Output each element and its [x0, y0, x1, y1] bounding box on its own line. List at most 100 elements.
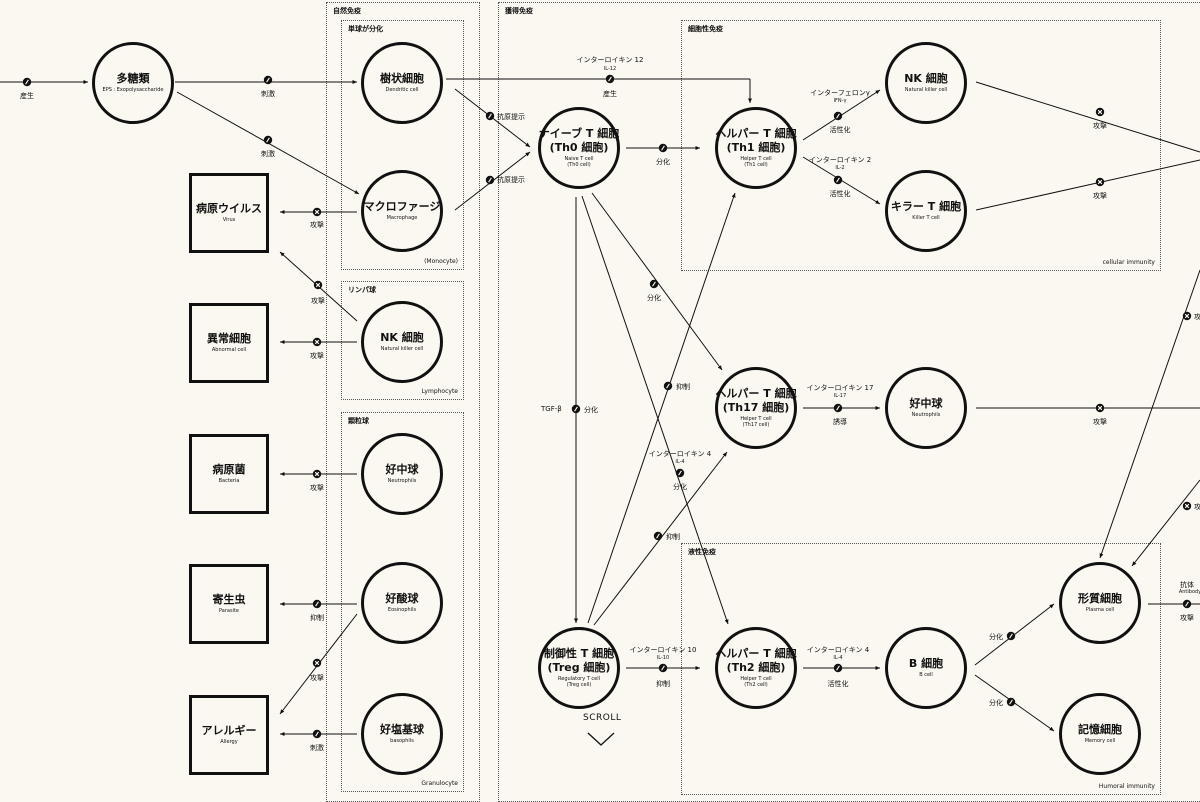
edge-label: 抗原提示	[497, 176, 525, 184]
node-neutrophil-innate[interactable]: 好中球 Neutrophils	[361, 433, 443, 515]
attack-icon	[1095, 177, 1105, 187]
edge-label: 抑制	[310, 614, 324, 622]
node-parasite[interactable]: 寄生虫 Parasite	[189, 564, 269, 644]
edge-label: IL-4	[833, 655, 843, 661]
signal-icon	[485, 175, 495, 185]
edge-label: 攻撃	[310, 674, 324, 682]
edge-label: 分化	[673, 483, 687, 491]
signal-icon	[263, 135, 273, 145]
node-th2[interactable]: ヘルパー T 細胞 (Th2 細胞) Helper T cell (Th2 ce…	[715, 627, 797, 709]
signal-icon	[833, 663, 843, 673]
region-lymphocyte: リンパ球 Lymphocyte	[341, 281, 464, 400]
node-neutrophil-acquired[interactable]: 好中球 Neutrophils	[885, 367, 967, 449]
attack-icon	[1182, 311, 1192, 321]
signal-icon	[653, 531, 663, 541]
attack-icon	[1182, 501, 1192, 511]
chevron-down-icon[interactable]	[586, 727, 616, 749]
edge-label: 産生	[20, 92, 34, 100]
node-basophil[interactable]: 好塩基球 basophils	[361, 693, 443, 775]
signal-icon	[658, 143, 668, 153]
node-b-cell[interactable]: B 細胞 B cell	[885, 627, 967, 709]
node-title: キラー T 細胞	[890, 200, 962, 214]
node-macrophage[interactable]: マクロファージ Macrophage	[361, 170, 443, 252]
region-title: 単球が分化	[348, 25, 383, 33]
node-sub: Helper T cell (Th1 cell)	[740, 155, 772, 169]
edge-label: 攻撃	[310, 484, 324, 492]
attack-icon	[312, 469, 322, 479]
node-th1[interactable]: ヘルパー T 細胞 (Th1 細胞) Helper T cell (Th1 ce…	[715, 107, 797, 189]
node-treg[interactable]: 制御性 T 細胞 (Treg 細胞) Regulatory T cell (Tr…	[538, 627, 620, 709]
region-cellular: 細胞性免疫 cellular immunity	[681, 20, 1161, 271]
edge-treg-th1	[587, 192, 736, 624]
node-sub: Allergy	[220, 739, 238, 746]
edge-label: 分化	[989, 633, 1003, 641]
node-plasma[interactable]: 形質細胞 Plasma cell	[1059, 562, 1141, 644]
edge-label: 攻撃	[310, 352, 324, 360]
edge-label: インターロイキン 2	[808, 156, 872, 164]
node-nk-acquired[interactable]: NK 細胞 Natural killer cell	[885, 42, 967, 124]
edge-label: 活性化	[829, 126, 851, 134]
node-sub: Helper T cell (Th2 cell)	[740, 675, 772, 689]
attack-icon	[313, 280, 323, 290]
edge-label: インターロイキン 12	[576, 56, 644, 64]
region-title: 獲得免疫	[505, 7, 533, 15]
edge-label: 攻撃	[1093, 122, 1107, 130]
region-title: 細胞性免疫	[688, 25, 723, 33]
node-bacteria[interactable]: 病原菌 Bacteria	[189, 434, 269, 514]
region-foot: (Monocyte)	[424, 258, 458, 265]
region-title: 顆粒球	[348, 417, 369, 425]
scroll-label[interactable]: SCROLL	[583, 713, 622, 723]
region-granulocyte: 顆粒球 Granulocyte	[341, 412, 464, 792]
edge-label: IL-2	[835, 165, 845, 171]
node-allergy[interactable]: アレルギー Allergy	[189, 695, 269, 775]
node-title: B 細胞	[908, 657, 944, 671]
node-th0[interactable]: ナイーブ T 細胞 (Th0 細胞) Naive T cell (Th0 cel…	[538, 107, 620, 189]
edge-label: 攻撃	[1093, 418, 1107, 426]
node-title: 好中球	[385, 463, 419, 477]
edge-label: 抗体	[1180, 581, 1194, 589]
node-virus[interactable]: 病原ウイルス Virus	[189, 173, 269, 253]
region-foot: cellular immunity	[1102, 259, 1155, 266]
edge-label: 攻	[1194, 313, 1200, 321]
node-title: 寄生虫	[212, 593, 246, 607]
node-abnormal[interactable]: 異常細胞 Abnormal cell	[189, 303, 269, 383]
node-title: 好塩基球	[380, 723, 424, 737]
node-title: 制御性 T 細胞 (Treg 細胞)	[543, 647, 615, 674]
signal-icon	[312, 729, 322, 739]
region-foot: Lymphocyte	[421, 388, 458, 395]
signal-icon	[1006, 631, 1016, 641]
node-sub: Regulatory T cell (Treg cell)	[558, 675, 600, 689]
node-sub: EPS : Exopolysaccharide	[102, 87, 164, 94]
signal-icon	[833, 175, 843, 185]
signal-icon	[1006, 697, 1016, 707]
node-eps[interactable]: 多糖類 EPS : Exopolysaccharide	[92, 42, 174, 124]
node-sub: Abnormal cell	[211, 347, 247, 354]
node-eosinophil[interactable]: 好酸球 Eosinophils	[361, 562, 443, 644]
edge-label: 抑制	[666, 533, 680, 541]
edge-label: 攻撃	[310, 221, 324, 229]
edge-label: IL-10	[656, 655, 670, 661]
node-sub: B cell	[919, 672, 933, 679]
node-title: ヘルパー T 細胞 (Th1 細胞)	[715, 127, 797, 154]
edge-label: 分化	[584, 406, 598, 414]
node-nk-innate[interactable]: NK 細胞 Natural killer cell	[361, 301, 443, 383]
node-sub: Neutrophils	[387, 478, 417, 485]
node-memory[interactable]: 記憶細胞 Memory cell	[1059, 693, 1141, 775]
signal-icon	[22, 77, 32, 87]
node-th17[interactable]: ヘルパー T 細胞 (Th17 細胞) Helper T cell (Th17 …	[715, 367, 797, 449]
node-title: 多糖類	[116, 72, 150, 86]
signal-icon	[263, 75, 273, 85]
node-sub: Killer T cell	[912, 215, 940, 222]
edge-label: Antibody	[1178, 589, 1200, 595]
node-killer-t[interactable]: キラー T 細胞 Killer T cell	[885, 170, 967, 252]
attack-icon	[1095, 107, 1105, 117]
node-title: 記憶細胞	[1078, 723, 1122, 737]
edge-label: 攻撃	[1093, 192, 1107, 200]
node-dendritic[interactable]: 樹状細胞 Dendritic cell	[361, 42, 443, 124]
edge-label: 誘導	[833, 418, 847, 426]
node-sub: Parasite	[218, 608, 239, 615]
node-title: 病原ウイルス	[196, 202, 262, 216]
signal-icon	[833, 403, 843, 413]
edge-label: インターロイキン 4	[806, 646, 870, 654]
